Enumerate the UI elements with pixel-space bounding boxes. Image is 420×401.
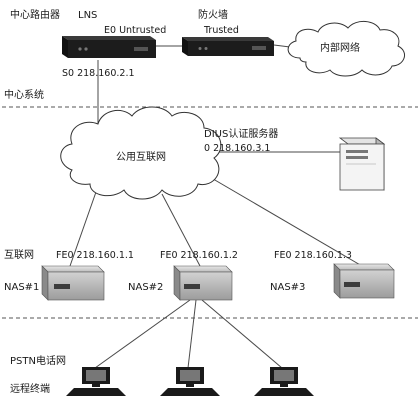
firewall-label: 防火墙 xyxy=(198,10,228,21)
central-router-label: 中心路由器 xyxy=(10,10,60,21)
s0-central-label: S0 218.160.2.1 xyxy=(62,68,135,79)
internet-label: 互联网 xyxy=(4,250,34,261)
nas1-port-label: FE0 218.160.1.1 xyxy=(56,250,134,261)
e0-untrusted-label: E0 Untrusted xyxy=(104,25,167,36)
link-nas2-terminal1 xyxy=(94,299,191,369)
central-system-label: 中心系统 xyxy=(4,90,44,101)
terminal3-icon xyxy=(254,367,314,396)
pstn-label: PSTN电话网 xyxy=(10,356,66,367)
nas1-label: NAS#1 xyxy=(4,282,40,293)
internet-cloud-icon xyxy=(60,106,222,200)
intranet-cloud-icon xyxy=(287,21,406,77)
terminal2-icon xyxy=(160,367,220,396)
lns-label: LNS xyxy=(78,10,98,21)
remote-terminal-label: 远程终端 xyxy=(10,384,50,395)
terminal1-icon xyxy=(66,367,126,396)
link-nas2-terminal2 xyxy=(187,299,197,369)
nas3-icon xyxy=(333,263,395,299)
link-internet-nas3 xyxy=(207,175,363,267)
firewall-icon xyxy=(182,37,274,56)
nas2-port-label: FE0 218.160.1.2 xyxy=(160,250,238,261)
radius-server-label: DIUS认证服务器 xyxy=(204,129,279,140)
link-nas2-terminal3 xyxy=(201,299,283,369)
radius-server-icon xyxy=(338,137,386,191)
nas1-icon xyxy=(41,265,105,301)
link-internet-nas2 xyxy=(161,193,201,267)
nas3-label: NAS#3 xyxy=(270,282,306,293)
lns-router-icon xyxy=(62,36,156,58)
public-internet-label: 公用互联网 xyxy=(116,152,166,163)
intranet-label: 内部网络 xyxy=(320,43,360,54)
nas2-label: NAS#2 xyxy=(128,282,164,293)
radius-ip-label: 0 218.160.3.1 xyxy=(204,143,271,154)
connection-lines xyxy=(69,44,363,369)
nas3-port-label: FE0 218.160.1.3 xyxy=(274,250,352,261)
link-internet-nas1 xyxy=(69,191,97,267)
trusted-label: Trusted xyxy=(204,25,239,36)
nas2-icon xyxy=(173,265,233,301)
